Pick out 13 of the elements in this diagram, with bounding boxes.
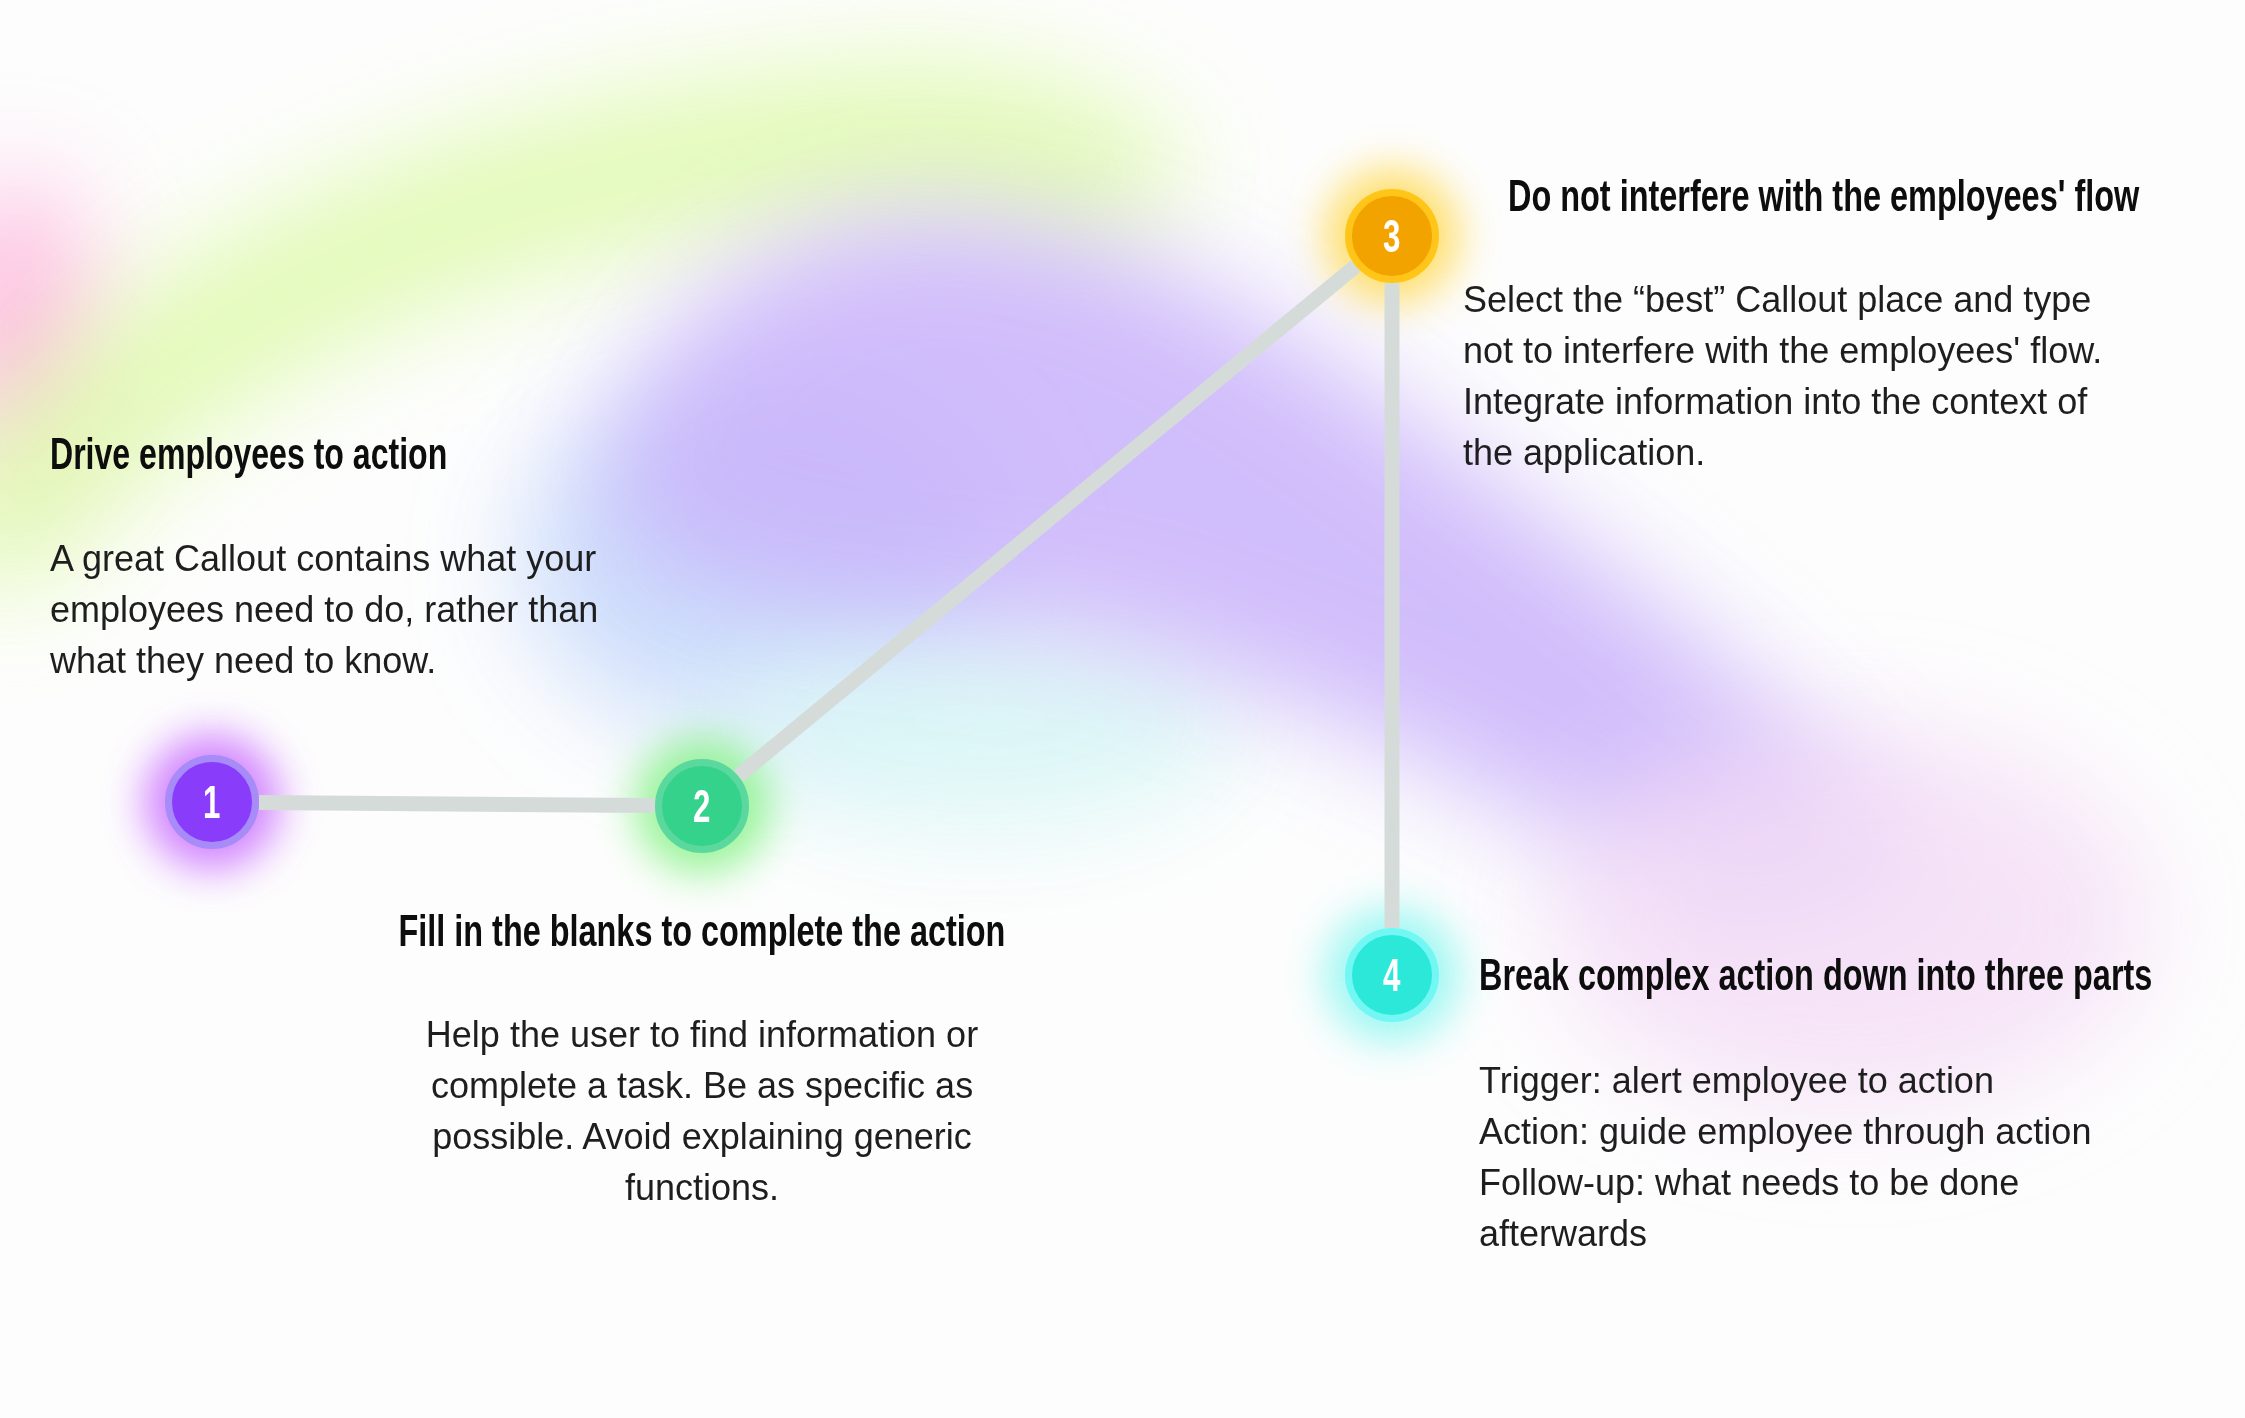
step-description: Action: guide employee through action	[1479, 1110, 2093, 1154]
step-heading: Drive employees to action	[50, 428, 448, 480]
step-description: A great Callout contains what your employees need to do, rather than what they need to know.	[50, 537, 600, 683]
step-description: Select the “best” Callout place and type not to interfere with the employees' flow. Integrate information into the context of the application.	[1463, 278, 2104, 475]
connector-line	[1384, 283, 1400, 928]
connector-line	[733, 260, 1361, 782]
step-heading: Fill in the blanks to complete the action	[398, 905, 1006, 957]
step-heading: Break complex action down into three parts	[1479, 949, 2153, 1001]
step-description: Trigger: alert employee to action	[1479, 1059, 1995, 1103]
step-description: Follow-up: what needs to be done afterwards	[1479, 1161, 2021, 1256]
connector-line	[258, 794, 656, 814]
step-heading: Do not interfere with the employees' flow	[1508, 170, 2140, 222]
step-description: Help the user to find information or complete a task. Be as specific as possible. Avoid explaining generic functions.	[424, 1013, 980, 1210]
